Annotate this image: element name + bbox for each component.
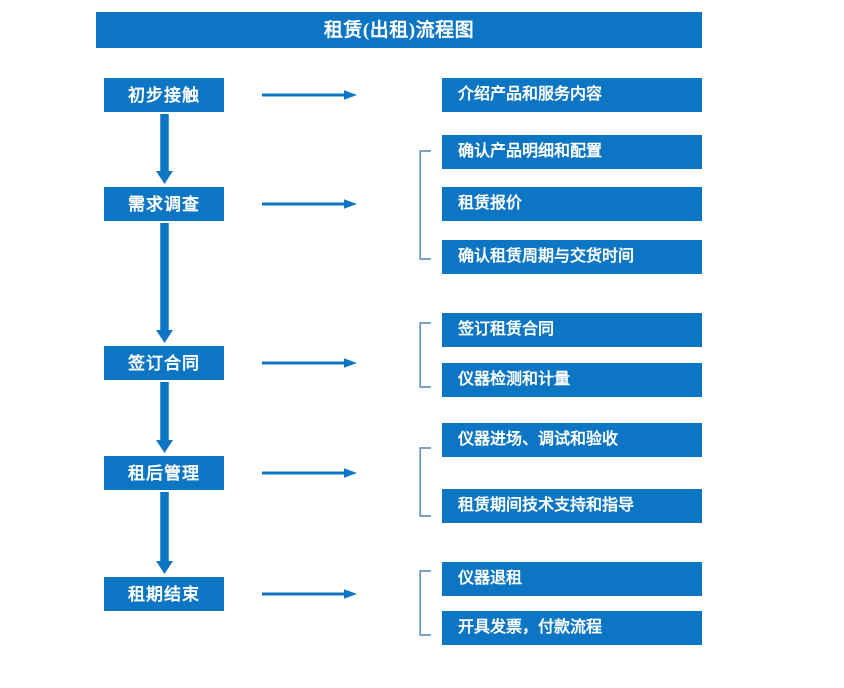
detail-box-2-3[interactable]: 确认租赁周期与交货时间 (442, 240, 702, 274)
detail-box-5-1[interactable]: 仪器退租 (442, 562, 702, 596)
flow-arrow-2 (262, 197, 357, 211)
detail-label: 仪器检测和计量 (458, 371, 571, 388)
group-bracket-3 (419, 322, 432, 388)
group-bracket-5 (419, 570, 432, 636)
flow-arrow-1 (262, 88, 357, 102)
stage-connector-arrow-2 (155, 223, 174, 343)
stage-connector-arrow-1 (155, 114, 174, 184)
stage-label: 签订合同 (128, 353, 200, 373)
stage-box-3[interactable]: 签订合同 (104, 346, 224, 380)
flow-arrow-4 (262, 466, 357, 480)
detail-box-4-2[interactable]: 租赁期间技术支持和指导 (442, 489, 702, 523)
detail-box-2-2[interactable]: 租赁报价 (442, 187, 702, 221)
stage-label: 租期结束 (128, 584, 200, 604)
chart-title-bar: 租赁(出租)流程图 (96, 12, 702, 48)
detail-label: 确认租赁周期与交货时间 (458, 248, 635, 265)
detail-label: 租赁期间技术支持和指导 (458, 497, 635, 514)
detail-label: 租赁报价 (458, 195, 523, 212)
flow-arrow-5 (262, 587, 357, 601)
group-bracket-4 (419, 447, 432, 517)
group-bracket-2 (419, 150, 432, 260)
stage-label: 租后管理 (128, 463, 200, 483)
stage-connector-arrow-3 (155, 382, 174, 453)
detail-box-2-1[interactable]: 确认产品明细和配置 (442, 135, 702, 169)
stage-box-1[interactable]: 初步接触 (104, 78, 224, 112)
detail-label: 确认产品明细和配置 (458, 143, 603, 160)
detail-label: 开具发票，付款流程 (458, 619, 603, 636)
chart-title: 租赁(出租)流程图 (323, 19, 475, 41)
detail-box-1-1[interactable]: 介绍产品和服务内容 (442, 78, 702, 112)
detail-box-3-1[interactable]: 签订租赁合同 (442, 313, 702, 347)
detail-box-5-2[interactable]: 开具发票，付款流程 (442, 611, 702, 645)
detail-label: 仪器进场、调试和验收 (458, 431, 619, 448)
stage-box-4[interactable]: 租后管理 (104, 456, 224, 490)
stage-connector-arrow-4 (155, 492, 174, 574)
detail-label: 介绍产品和服务内容 (458, 86, 603, 103)
detail-label: 签订租赁合同 (458, 321, 555, 338)
detail-label: 仪器退租 (458, 570, 523, 587)
detail-box-3-2[interactable]: 仪器检测和计量 (442, 363, 702, 397)
flow-arrow-3 (262, 356, 357, 370)
detail-box-4-1[interactable]: 仪器进场、调试和验收 (442, 423, 702, 457)
stage-box-5[interactable]: 租期结束 (104, 577, 224, 611)
stage-box-2[interactable]: 需求调查 (104, 187, 224, 221)
stage-label: 初步接触 (128, 85, 200, 105)
stage-label: 需求调查 (128, 194, 200, 214)
